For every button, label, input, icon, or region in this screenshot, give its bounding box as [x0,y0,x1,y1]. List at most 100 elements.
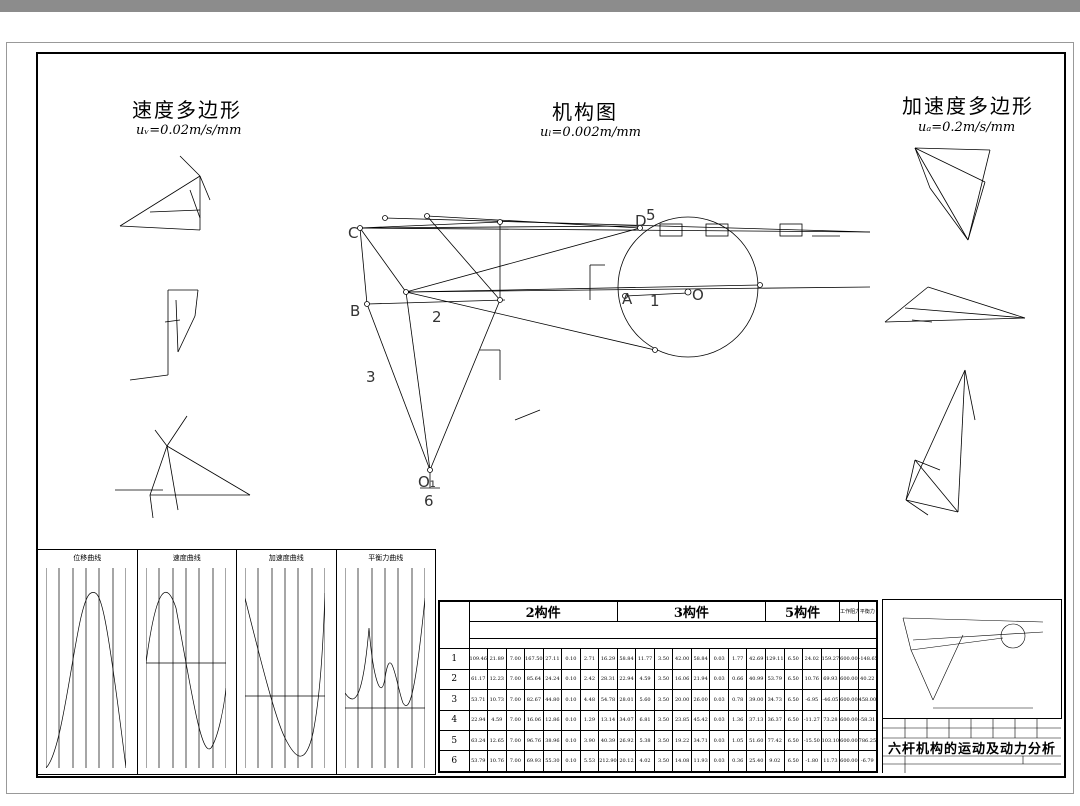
table-cell: 3.50 [653,689,674,711]
table-cell: 19.22 [672,729,692,752]
table-cell: 69.93 [820,668,841,691]
velocity-polygon-title: 速度多边形 [132,98,242,122]
table-cell: -11.27 [802,709,822,731]
table-cell: 600.00 [839,668,859,691]
table-cell: 42.00 [672,648,692,670]
title-block: 六杆机构的运动及动力分析 [882,718,1061,773]
table-cell: 28.01 [616,689,637,711]
table-cell: 0.03 [709,729,729,752]
table-cell: 6.50 [783,729,804,752]
table-cell: 7.00 [505,689,526,711]
table-cell: 36.37 [765,709,785,731]
table-cell: -1.80 [802,750,822,773]
table-cell: 600.00 [839,689,859,711]
table-cell: 2.71 [579,648,600,670]
displacement-graph-title: 位移曲线 [73,554,102,562]
row-number: 4 [438,709,470,731]
table-cell: 61.17 [468,668,489,691]
header-balance-force: 平衡力 [857,600,878,623]
unit-header-row [468,637,878,650]
table-cell: 85.64 [524,668,544,691]
drawing-title: 六杆机构的运动及动力分析 [887,742,1056,757]
table-cell: -46.05 [820,689,841,711]
row-number: 6 [438,750,470,773]
group-header-link3: 3构件 [616,600,767,623]
table-cell: -58.31 [857,709,878,731]
table-cell: 63.24 [468,729,489,752]
table-cell: 37.13 [746,709,766,731]
acceleration-graph: 加速度曲线 [237,550,337,774]
drawing-frame [36,52,1066,778]
table-cell: 4.59 [635,668,655,691]
table-cell: 7.00 [505,648,526,670]
motion-graphs: 位移曲线 速度曲线 加速度曲线 [37,549,436,775]
table-cell: 10.76 [802,668,822,691]
table-cell: 16.06 [524,709,544,731]
table-cell: 109.46 [468,648,489,670]
table-cell: 13.14 [598,709,618,731]
mechanism-thumbnail [882,599,1062,719]
table-cell: 11.77 [635,648,655,670]
table-cell: 20.12 [616,750,637,773]
table-cell: 40.99 [746,668,766,691]
velocity-polygon-middle [129,289,199,381]
table-cell: 7.00 [505,709,526,731]
table-cell: 0.10 [561,668,581,691]
table-cell: 3.50 [653,668,674,691]
table-cell: 0.10 [561,750,581,773]
point-label-d: D [635,212,647,230]
table-cell: 53.71 [468,689,489,711]
acceleration-polygon-bottom [905,369,976,516]
table-cell: 212.90 [598,750,618,773]
table-cell: 16.06 [672,668,692,691]
balance-force-graph: 平衡力曲线 [337,550,436,774]
table-cell: 7.00 [505,750,526,773]
table-cell: 0.36 [727,750,748,773]
table-cell: 96.76 [524,729,544,752]
velocity-scale: uᵥ=0.02m/s/mm [136,123,242,138]
table-cell: 58.84 [616,648,637,670]
table-cell: 34.73 [765,689,785,711]
link-number-1: 1 [650,292,660,310]
table-cell: 0.03 [709,750,729,773]
table-cell: 0.03 [709,648,729,670]
table-cell: 0.10 [561,689,581,711]
acceleration-polygon-top [914,147,991,241]
table-cell: 40.22 [857,668,878,691]
table-cell: 1.77 [727,648,748,670]
table-cell: 58.84 [690,648,711,670]
table-cell: -6.79 [857,750,878,773]
table-cell: 6.50 [783,668,804,691]
table-cell: 38.96 [542,729,563,752]
table-cell: 6.50 [783,750,804,773]
table-cell: 27.11 [542,648,563,670]
table-cell: 0.03 [709,689,729,711]
displacement-graph: 位移曲线 [38,550,138,774]
symbol-header-row [468,621,878,639]
table-cell: 69.93 [524,750,544,773]
table-cell: 24.24 [542,668,563,691]
table-cell: 5.60 [635,689,655,711]
table-cell: 1.29 [579,709,600,731]
table-cell: 9.02 [765,750,785,773]
point-label-b: B [350,302,360,320]
table-cell: 0.03 [709,668,729,691]
link-number-5: 5 [646,206,656,224]
table-cell: -15.50 [802,729,822,752]
table-cell: 7.00 [505,668,526,691]
table-cell: 0.03 [709,709,729,731]
table-cell: 44.80 [542,689,563,711]
table-cell: 1.36 [727,709,748,731]
point-label-c: C [348,224,358,242]
mechanism-scale: uₗ=0.002m/mm [540,125,641,140]
row-number: 1 [438,648,470,670]
table-cell: -148.65 [857,648,878,670]
acceleration-scale: uₐ=0.2m/s/mm [918,120,1016,135]
table-cell: 5.38 [635,729,655,752]
table-cell: 25.40 [746,750,766,773]
table-cell: 600.00 [839,729,859,752]
